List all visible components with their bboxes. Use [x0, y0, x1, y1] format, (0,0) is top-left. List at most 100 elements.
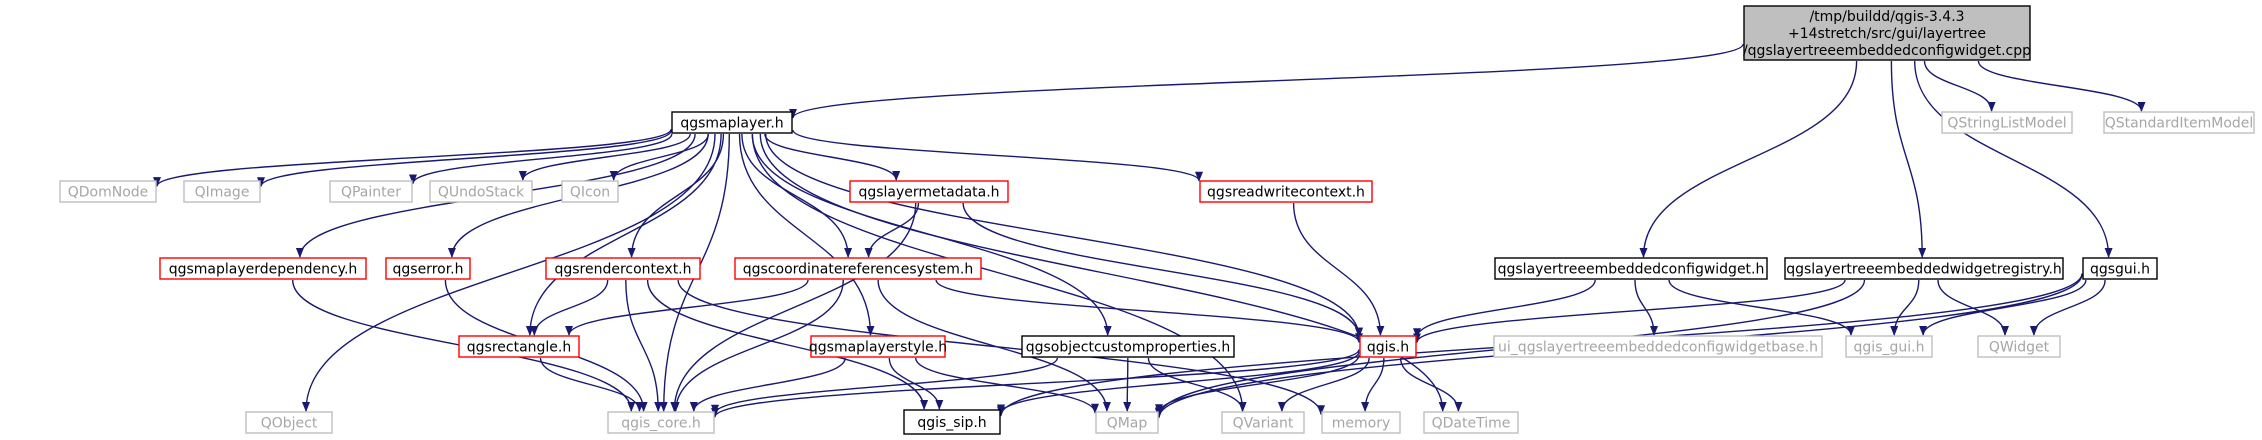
node-box-ui-qgslayertreeembeddedconfigwidgetbase: [1493, 335, 1823, 358]
edge-qgsmaplayer-to-qgsmaplayerstyle: [738, 133, 875, 336]
node-label-qpainter: QPainter: [341, 185, 401, 201]
node-box-qdomnode: [59, 180, 157, 203]
edge-qgslayertreeembeddedconfigwidget-to-qgis: [1413, 279, 1596, 339]
node-qgslayertreeembeddedconfigwidget[interactable]: qgslayertreeembeddedconfigwidget.h: [1494, 257, 1768, 280]
edge-qgslayertreeembeddedwidgetregistry-to-qgis-gui: [1890, 279, 1920, 336]
edge-root-to-qgslayertreeembeddedwidgetregistry: [1890, 60, 1927, 258]
edge-qgis-to-qvariant: [1277, 357, 1370, 412]
node-box-qgslayertreeembeddedwidgetregistry: [1784, 257, 2064, 280]
edge-qgsmaplayer-to-qgsrendercontext: [627, 133, 725, 258]
edge-qgis-to-qgis-sip: [997, 351, 1360, 415]
node-box-qgsmaplayerstyle: [810, 335, 946, 358]
edge-qgscoordinatereferencesystem-to-qgis-core: [671, 279, 844, 412]
node-qgsgui[interactable]: qgsgui.h: [2082, 257, 2158, 280]
node-qpainter: QPainter: [329, 180, 413, 203]
edge-qgsrectangle-to-qgis-core: [539, 357, 644, 412]
node-box-qdatetime: [1423, 411, 1519, 434]
node-box-qgsgui: [2082, 257, 2158, 280]
edge-qgslayertreeembeddedwidgetregistry-to-qgis: [1413, 279, 1846, 344]
edge-qgsobjectcustomproperties-to-qvariant: [1147, 357, 1247, 412]
edge-qgslayermetadata-to-qgis-core: [670, 202, 917, 412]
node-box-qimage: [183, 180, 261, 203]
node-qgslayertreeembeddedwidgetregistry[interactable]: qgslayertreeembeddedwidgetregistry.h: [1784, 257, 2064, 280]
node-box-qgslayermetadata: [849, 180, 1009, 203]
node-box-qstringlistmodel: [1941, 111, 2073, 134]
node-qgis-core: qgis_core.h: [607, 411, 715, 434]
node-qgsmaplayer[interactable]: qgsmaplayer.h: [671, 111, 793, 134]
edge-qgsmaplayer-to-qgslayermetadata: [764, 133, 901, 181]
node-qgslayermetadata[interactable]: qgslayermetadata.h: [849, 180, 1009, 203]
edge-qgsmaplayer-to-qgscoordinatereferencesystem: [741, 133, 853, 258]
node-box-root: [1743, 5, 2031, 61]
edge-qgsmaplayer-to-qgis: [765, 133, 1363, 338]
node-box-qgis-sip: [903, 409, 1001, 435]
node-qgsmaplayerdependency[interactable]: qgsmaplayerdependency.h: [159, 257, 367, 280]
edge-qgis-to-memory: [1361, 357, 1385, 412]
node-box-qgis-core: [607, 411, 715, 434]
node-label-root: /tmp/buildd/qgis-3.4.3: [1809, 9, 1964, 25]
node-label-qdatetime: QDateTime: [1432, 416, 1511, 432]
edge-qgscoordinatereferencesystem-to-qgis: [935, 279, 1363, 344]
edge-qgslayertreeembeddedconfigwidget-to-ui-qgslayertreeembeddedconfigwidgetbase: [1634, 279, 1658, 336]
node-qgserror[interactable]: qgserror.h: [385, 257, 471, 280]
node-box-qgsrectangle: [458, 335, 580, 358]
edge-qgsmaplayerstyle-to-qgis-core: [689, 357, 846, 412]
node-box-qvariant: [1221, 411, 1305, 434]
node-box-memory: [1321, 411, 1401, 434]
node-label-qgsmaplayerstyle: qgsmaplayerstyle.h: [809, 340, 947, 356]
node-qimage: QImage: [183, 180, 261, 203]
edge-qgscoordinatereferencesystem-to-qgsrectangle: [565, 279, 809, 336]
node-label-qgserror: qgserror.h: [393, 262, 464, 278]
edge-qgscoordinatereferencesystem-to-qmap: [877, 279, 1111, 412]
node-box-qgis: [1359, 335, 1417, 358]
edge-qgsgui-to-qwidget: [2029, 279, 2106, 336]
node-qgsobjectcustomproperties[interactable]: qgsobjectcustomproperties.h: [1021, 335, 1235, 358]
node-label-qgis-core: qgis_core.h: [621, 416, 701, 432]
node-qgsrendercontext[interactable]: qgsrendercontext.h: [545, 257, 701, 280]
node-box-qgis-gui: [1845, 335, 1933, 358]
edge-qgsrendercontext-to-qgis-sip: [646, 279, 929, 410]
node-qwidget: QWidget: [1977, 335, 2061, 358]
edge-qgsgui-to-qgis-gui: [1919, 279, 2087, 336]
node-qgsrectangle[interactable]: qgsrectangle.h: [458, 335, 580, 358]
node-label-qgsmaplayerdependency: qgsmaplayerdependency.h: [169, 262, 358, 278]
node-label-qgsrectangle: qgsrectangle.h: [467, 340, 571, 356]
node-label-qgis: qgis.h: [1367, 340, 1409, 356]
node-box-qgslayertreeembeddedconfigwidget: [1494, 257, 1768, 280]
edge-qgsobjectcustomproperties-to-qmap: [1123, 357, 1132, 412]
node-box-qgsrendercontext: [545, 257, 701, 280]
node-root[interactable]: /tmp/buildd/qgis-3.4.3+14stretch/src/gui…: [1743, 5, 2031, 61]
node-box-qgsobjectcustomproperties: [1021, 335, 1235, 358]
node-label-qdomnode: QDomNode: [68, 185, 149, 201]
edge-qgslayertreeembeddedwidgetregistry-to-qwidget: [1937, 279, 2009, 336]
node-box-qobject: [245, 411, 333, 434]
node-label-qicon: QIcon: [570, 185, 610, 201]
node-label-qgsgui: qgsgui.h: [2090, 262, 2150, 278]
node-label-qgslayermetadata: qgslayermetadata.h: [858, 185, 999, 201]
node-label-qgsobjectcustomproperties: qgsobjectcustomproperties.h: [1026, 340, 1231, 356]
node-box-qwidget: [1977, 335, 2061, 358]
edge-root-to-qgsgui: [1914, 60, 2113, 258]
edges-layer: [153, 43, 2146, 419]
node-qgscoordinatereferencesystem[interactable]: qgscoordinatereferencesystem.h: [734, 257, 982, 280]
node-label-qgslayertreeembeddedconfigwidget: qgslayertreeembeddedconfigwidget.h: [1498, 262, 1765, 278]
node-qgis-sip[interactable]: qgis_sip.h: [903, 409, 1001, 435]
edge-qgsmaplayer-to-qpainter: [409, 133, 673, 185]
node-memory: memory: [1321, 411, 1401, 434]
node-label-ui-qgslayertreeembeddedconfigwidgetbase: ui_qgslayertreeembeddedconfigwidgetbase.…: [1498, 340, 1818, 356]
node-label-qgis-gui: qgis_gui.h: [1854, 340, 1925, 356]
node-label-qundostack: QUndoStack: [438, 185, 525, 201]
node-qgsmaplayerstyle[interactable]: qgsmaplayerstyle.h: [809, 335, 947, 358]
edge-qgslayermetadata-to-qgis: [962, 202, 1363, 338]
edge-qgslayermetadata-to-qgscoordinatereferencesystem: [864, 202, 920, 258]
node-box-qpainter: [329, 180, 413, 203]
node-qgis[interactable]: qgis.h: [1359, 335, 1417, 358]
node-qgsreadwritecontext[interactable]: qgsreadwritecontext.h: [1199, 180, 1373, 203]
edge-qgsrendercontext-to-qgsrectangle: [530, 279, 609, 336]
node-label-qwidget: QWidget: [1989, 340, 2050, 356]
node-qdatetime: QDateTime: [1423, 411, 1519, 434]
node-label-qstringlistmodel: QStringListModel: [1947, 116, 2066, 132]
edge-qgsreadwritecontext-to-qgis: [1292, 202, 1385, 336]
node-label-qgsreadwritecontext: qgsreadwritecontext.h: [1207, 185, 1365, 201]
